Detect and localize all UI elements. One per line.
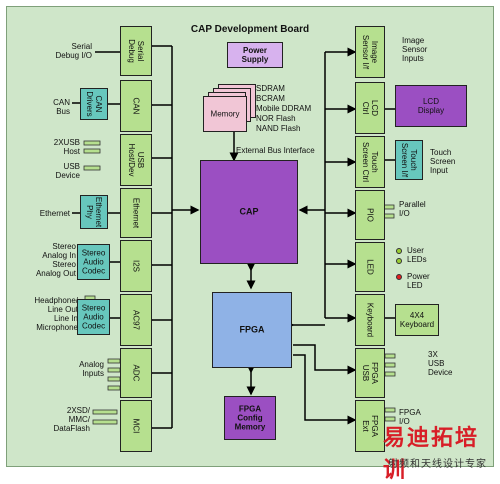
ethernet-label: Ethernet bbox=[131, 197, 141, 229]
power-led-icon bbox=[396, 274, 402, 280]
fpga-box: FPGA bbox=[212, 292, 292, 368]
lcd-display-label: LCD Display bbox=[417, 97, 445, 115]
usb-host-label: 2XUSB Host bbox=[53, 138, 80, 156]
memory-box: Memory bbox=[203, 96, 247, 132]
keyboard-block: Keyboard bbox=[355, 294, 385, 346]
lcd-ctrl-label: LCD Ctrl bbox=[361, 99, 379, 117]
fpga-io-label: FPGA I/O bbox=[399, 408, 421, 426]
stereo-codec-i2s-label: Stereo Audio Codec bbox=[81, 248, 106, 276]
fpga-usb-label: FPGA USB bbox=[361, 362, 379, 384]
keyboard-4x4-box: 4X4 Keyboard bbox=[395, 304, 439, 336]
can-bus-label: CAN Bus bbox=[53, 98, 70, 116]
memory-label: Memory bbox=[210, 109, 240, 119]
pio-label: PIO bbox=[365, 208, 375, 222]
serial-debug-label: Serial Debug bbox=[127, 39, 145, 63]
keyboard-label: Keyboard bbox=[365, 302, 375, 338]
stereo-codec-i2s-box: Stereo Audio Codec bbox=[77, 244, 110, 280]
stereo-analog-label: Stereo Analog In Stereo Analog Out bbox=[35, 242, 76, 278]
adc-label: ADC bbox=[131, 364, 141, 382]
power-supply-label: Power Supply bbox=[241, 46, 269, 64]
touch-screen-if-box: Touch Screen I/f bbox=[395, 140, 423, 180]
ethernet-phy-box: Ethernet Phy bbox=[80, 195, 108, 229]
user-led-1-icon bbox=[396, 248, 402, 254]
can-drivers-label: CAN Drivers bbox=[85, 91, 103, 117]
ethernet-external-label: Ethernet bbox=[39, 209, 70, 218]
touch-screen-if-label: Touch Screen I/f bbox=[400, 142, 418, 178]
touch-screen-ctrl-block: Touch Screen Ctrl bbox=[355, 136, 385, 188]
mci-block: MCI bbox=[120, 400, 152, 452]
ac97-label: AC97 bbox=[131, 309, 141, 331]
diagram-stage: CAP Development Board Power Supply Memor… bbox=[6, 6, 494, 482]
can-block: CAN bbox=[120, 80, 152, 132]
memory-types: SDRAM BCRAM Mobile DDRAM NOR Flash NAND … bbox=[256, 84, 312, 133]
power-supply-box: Power Supply bbox=[227, 42, 283, 68]
stereo-codec-ac97-box: Stereo Audio Codec bbox=[77, 299, 110, 335]
fpga-config-memory-label: FPGA Config Memory bbox=[234, 404, 266, 432]
can-drivers-box: CAN Drivers bbox=[80, 88, 108, 120]
touch-screen-ctrl-label: Touch Screen Ctrl bbox=[361, 141, 379, 183]
i2s-block: I2S bbox=[120, 240, 152, 292]
ac97-io-label: Headphone/ Line Out Line In Microphone bbox=[34, 296, 78, 332]
fpga-ext-block: FPGA Ext bbox=[355, 400, 385, 452]
lcd-display-box: LCD Display bbox=[395, 85, 467, 127]
ac97-block: AC97 bbox=[120, 294, 152, 346]
serial-debug-block: Serial Debug bbox=[120, 26, 152, 76]
image-sensor-label: Image Sensor I/f bbox=[361, 34, 379, 70]
led-block: LED bbox=[355, 242, 385, 292]
image-sensor-inputs-label: Image Sensor Inputs bbox=[402, 36, 428, 63]
stereo-codec-ac97-label: Stereo Audio Codec bbox=[81, 303, 106, 331]
user-led-2-icon bbox=[396, 258, 402, 264]
cap-label: CAP bbox=[239, 206, 259, 217]
usb-device-right-label: 3X USB Device bbox=[428, 350, 453, 377]
usb-block: USB Host/Dev bbox=[120, 134, 152, 186]
user-leds-label: User LEDs bbox=[407, 246, 427, 264]
watermark-logo: 易迪拓培训 bbox=[383, 425, 480, 482]
image-sensor-block: Image Sensor I/f bbox=[355, 26, 385, 78]
external-bus-label: External Bus Interface bbox=[236, 146, 315, 155]
usb-device-label: USB Device bbox=[55, 162, 80, 180]
parallel-io-label: Parallel I/O bbox=[399, 200, 426, 218]
fpga-usb-block: FPGA USB bbox=[355, 348, 385, 398]
cap-box: CAP bbox=[200, 160, 298, 264]
fpga-label: FPGA bbox=[239, 324, 265, 335]
touch-screen-input-label: Touch Screen Input bbox=[430, 148, 456, 175]
fpga-config-memory-box: FPGA Config Memory bbox=[224, 396, 276, 440]
ethernet-phy-label: Ethernet Phy bbox=[85, 196, 103, 228]
mci-label: MCI bbox=[131, 418, 141, 434]
serial-debug-io-label: Serial Debug I/O bbox=[55, 42, 92, 60]
adc-block: ADC bbox=[120, 348, 152, 398]
led-label: LED bbox=[365, 259, 375, 275]
i2s-label: I2S bbox=[131, 259, 141, 273]
keyboard-4x4-label: 4X4 Keyboard bbox=[399, 311, 435, 329]
diagram-title: CAP Development Board bbox=[190, 24, 310, 35]
storage-label: 2XSD/ MMC/ DataFlash bbox=[53, 406, 90, 433]
can-label: CAN bbox=[131, 97, 141, 115]
connection-lines bbox=[72, 41, 396, 433]
fpga-ext-label: FPGA Ext bbox=[361, 415, 379, 437]
lcd-ctrl-block: LCD Ctrl bbox=[355, 82, 385, 134]
usb-label: USB Host/Dev bbox=[127, 143, 145, 177]
ethernet-block: Ethernet bbox=[120, 188, 152, 238]
pio-block: PIO bbox=[355, 190, 385, 240]
power-led-label: Power LED bbox=[407, 272, 430, 290]
analog-inputs-label: Analog Inputs bbox=[79, 360, 104, 378]
watermark-subtitle: 射频和天线设计专家 bbox=[388, 459, 487, 470]
